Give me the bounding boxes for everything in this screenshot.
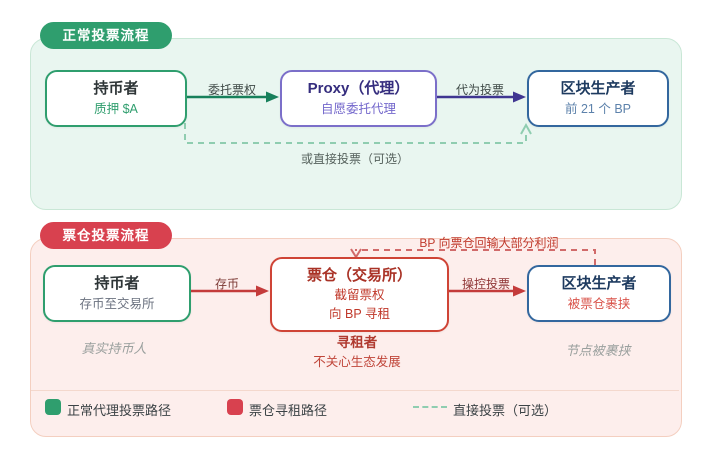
legend-dashed-line-icon <box>413 406 447 408</box>
arrow-delegate-head-icon <box>266 91 279 103</box>
arrow-label-manipulate: 操控投票 <box>461 277 511 291</box>
warehouse-flow-badge: 票仓投票流程 <box>40 222 172 249</box>
arrow-label-deposit: 存币 <box>214 277 240 291</box>
node-subtitle: 向 BP 寻租 <box>329 307 390 322</box>
legend-label-warehouse: 票仓寻租路径 <box>249 403 328 418</box>
node-subtitle: 被票仓裹挟 <box>567 296 631 311</box>
node-holder-warehouse: 持币者 存币至交易所 <box>43 265 191 322</box>
node-title: 区块生产者 <box>560 80 636 98</box>
node-title: Proxy（代理） <box>307 80 410 98</box>
node-subtitle: 截留票权 <box>334 288 385 303</box>
note-real-holder: 真实持币人 <box>81 341 147 356</box>
node-subtitle: 自愿委托代理 <box>320 101 396 116</box>
note-rent-seeker-title: 寻租者 <box>336 335 378 350</box>
legend-swatch-warehouse-icon <box>227 399 243 415</box>
normal-flow-badge: 正常投票流程 <box>40 22 172 49</box>
arrow-label-kickback: BP 向票仓回输大部分利润 <box>419 236 559 250</box>
legend-label-direct: 直接投票（可选） <box>453 403 558 418</box>
arrow-direct-dashed-line <box>184 123 527 144</box>
arrow-deposit-head-icon <box>256 285 269 297</box>
node-block-producer-normal: 区块生产者 前 21 个 BP <box>527 70 669 127</box>
legend-swatch-normal-icon <box>45 399 61 415</box>
arrow-label-vote-for: 代为投票 <box>455 83 505 97</box>
node-title: 票仓（交易所） <box>306 266 412 284</box>
arrow-manipulate-head-icon <box>513 285 526 297</box>
node-title: 持币者 <box>94 275 140 293</box>
node-holder-normal: 持币者 质押 $A <box>45 70 187 127</box>
arrow-label-delegate: 委托票权 <box>207 83 257 97</box>
node-block-producer-warehouse: 区块生产者 被票仓裹挟 <box>527 265 671 322</box>
node-title: 区块生产者 <box>561 275 637 293</box>
arrow-votefor-head-icon <box>513 91 526 103</box>
legend-divider <box>31 390 679 391</box>
arrow-direct-head-icon <box>520 122 532 135</box>
node-proxy: Proxy（代理） 自愿委托代理 <box>280 70 437 127</box>
arrow-kickback-dashed-line <box>355 249 596 265</box>
legend-label-normal: 正常代理投票路径 <box>67 403 172 418</box>
node-vote-warehouse: 票仓（交易所） 截留票权 向 BP 寻租 <box>270 257 449 332</box>
note-rent-seeker-subtitle: 不关心生态发展 <box>313 355 401 369</box>
node-subtitle: 质押 $A <box>94 101 138 116</box>
node-subtitle: 存币至交易所 <box>79 296 155 311</box>
note-node-hijacked: 节点被裹挟 <box>565 343 631 358</box>
node-subtitle: 前 21 个 BP <box>565 101 631 116</box>
node-title: 持币者 <box>93 80 139 98</box>
arrow-label-direct-vote: 或直接投票（可选） <box>300 152 410 166</box>
